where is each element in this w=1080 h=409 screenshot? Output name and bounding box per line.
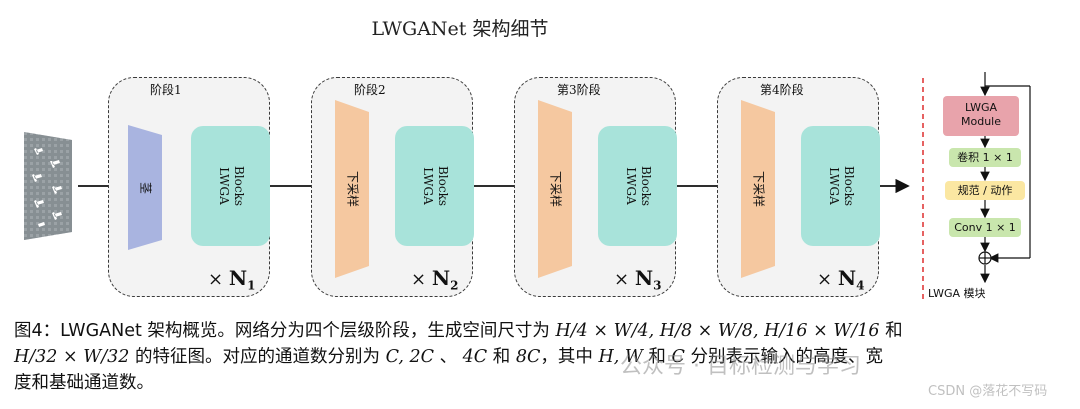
watermark-csdn: CSDN @落花不写码 bbox=[928, 384, 1048, 399]
stage-2-lwga-blocks: Blocks LWGA bbox=[395, 126, 474, 246]
caption-line-3: 度和基础通道数。 bbox=[14, 373, 154, 393]
stage-2-downsample: 下采样 bbox=[335, 100, 369, 278]
caption-line-2: H/32 × W/32 的特征图。对应的通道数分别为 C, 2C 、 4C 和 … bbox=[14, 347, 883, 367]
stage-1-lwga-blocks: Blocks LWGA bbox=[191, 126, 270, 246]
stage-4-label: 第4阶段 bbox=[760, 83, 804, 97]
stage-1-stem: 茎 bbox=[128, 125, 162, 250]
blocks-label: Blocks bbox=[435, 165, 450, 207]
lwga-label: LWGA bbox=[826, 167, 841, 205]
blocks-label: Blocks bbox=[231, 165, 246, 207]
lwga-label: LWGA bbox=[623, 167, 638, 205]
stage-1-repeat: × N1 bbox=[208, 266, 256, 293]
blocks-label: Blocks bbox=[638, 165, 653, 207]
stage-3-repeat: × N3 bbox=[614, 266, 662, 293]
lwga-label: LWGA bbox=[420, 167, 435, 205]
stage-1-label: 阶段1 bbox=[150, 83, 182, 97]
norm-act-box: 规范 / 动作 bbox=[945, 181, 1025, 200]
stem-label: 茎 bbox=[138, 181, 153, 194]
downsample-label: 下采样 bbox=[548, 170, 563, 208]
stage-4-lwga-blocks: Blocks LWGA bbox=[801, 126, 880, 246]
figure-caption: 图4：LWGANet 架构概览。网络分为四个层级阶段，生成空间尺寸为 H/4 ×… bbox=[14, 318, 1064, 396]
watermark-public: 公众号 · 目标检测与学习 bbox=[620, 354, 861, 379]
downsample-label: 下采样 bbox=[345, 170, 360, 208]
lwga-module-footer: LWGA 模块 bbox=[928, 287, 986, 300]
stage-2-label: 阶段2 bbox=[354, 83, 386, 97]
diagram-title: LWGANet 架构细节 bbox=[371, 18, 549, 40]
conv1x1-box-2: Conv 1 × 1 bbox=[949, 218, 1021, 237]
conv1x1-box: 卷积 1 × 1 bbox=[949, 148, 1021, 167]
caption-line-1: 图4：LWGANet 架构概览。网络分为四个层级阶段，生成空间尺寸为 H/4 ×… bbox=[14, 321, 903, 341]
stage-3-lwga-blocks: Blocks LWGA bbox=[598, 126, 677, 246]
downsample-label: 下采样 bbox=[751, 170, 766, 208]
lwga-label: LWGA bbox=[216, 167, 231, 205]
stage-3-downsample: 下采样 bbox=[538, 100, 572, 278]
input-image bbox=[24, 132, 72, 240]
blocks-label: Blocks bbox=[841, 165, 856, 207]
stage-4-downsample: 下采样 bbox=[741, 100, 775, 278]
stage-2-repeat: × N2 bbox=[411, 266, 459, 293]
stage-3-label: 第3阶段 bbox=[557, 83, 601, 97]
stage-4-repeat: × N4 bbox=[817, 266, 865, 293]
